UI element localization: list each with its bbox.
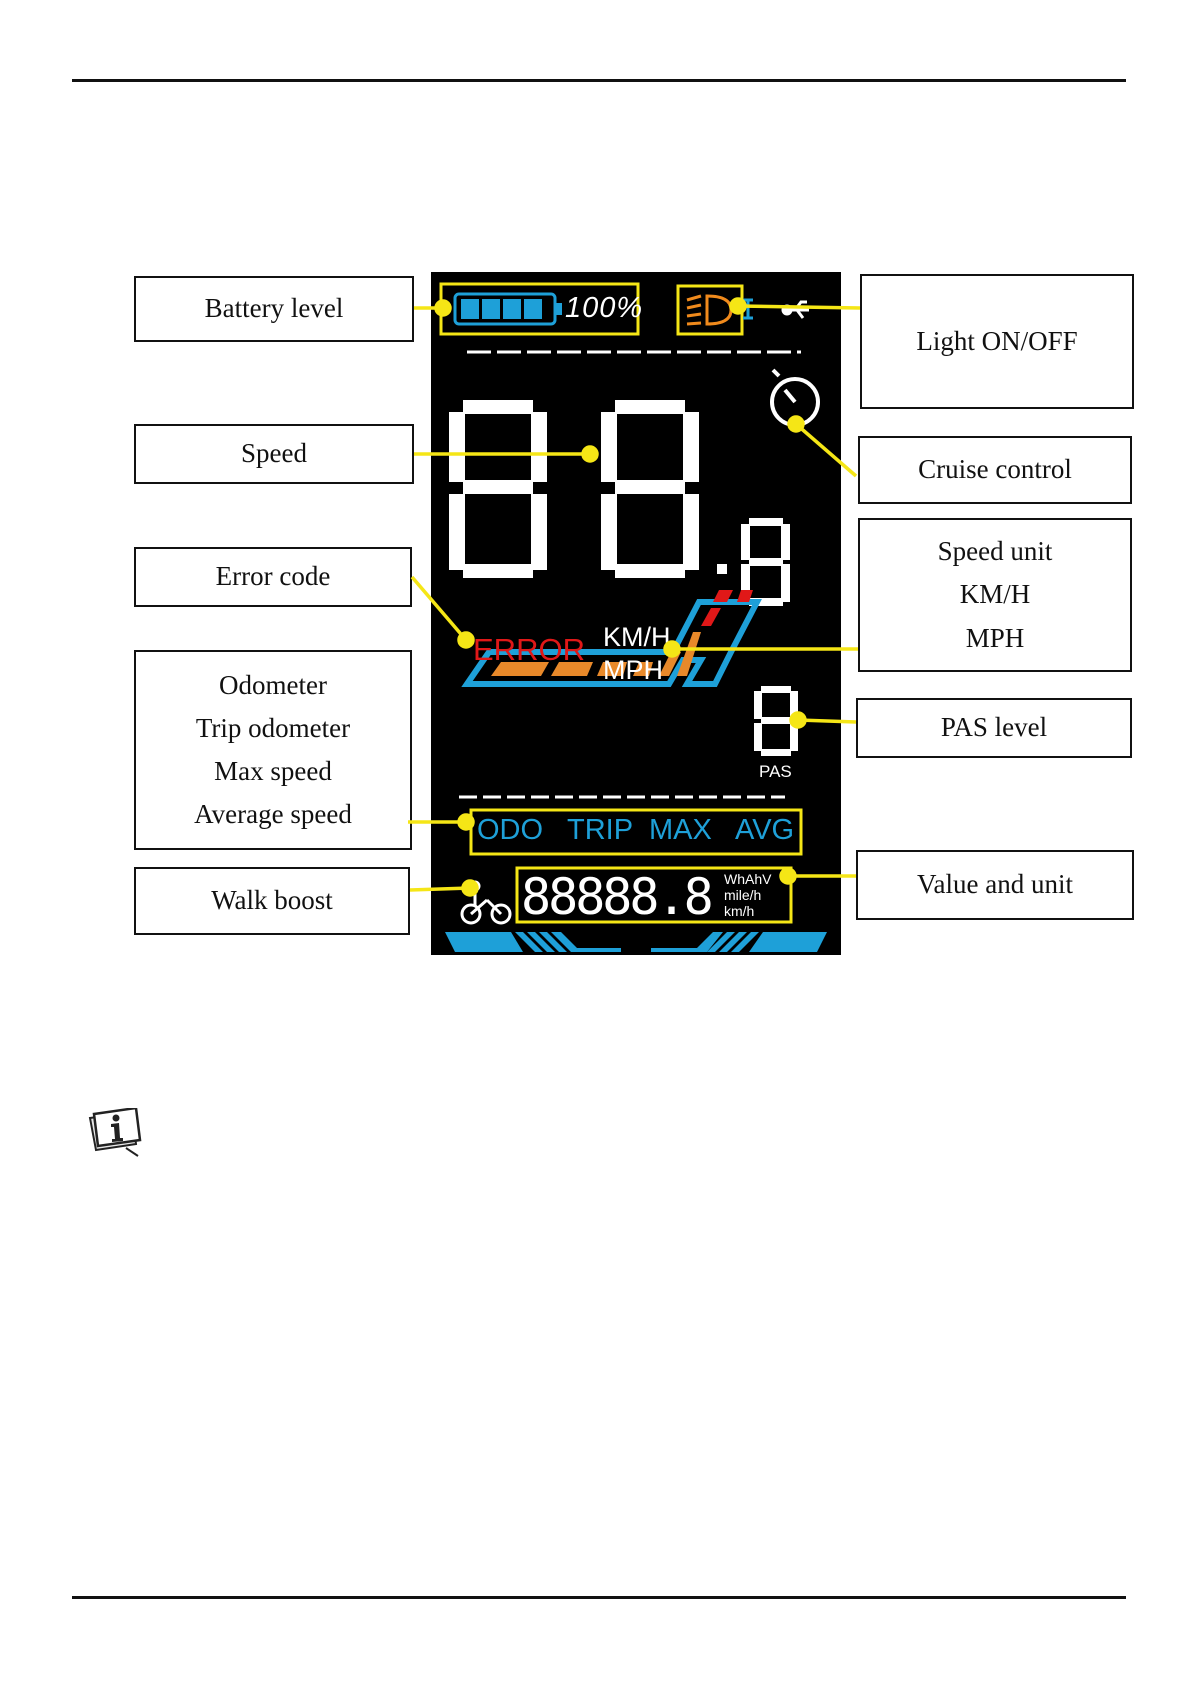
mode-odo: ODO bbox=[477, 814, 543, 847]
walk-boost-label: Walk boost bbox=[134, 867, 410, 935]
lamp-blue-icon bbox=[743, 300, 753, 318]
value-and-unit-label: Value and unit bbox=[856, 850, 1134, 920]
usb-icon bbox=[783, 302, 809, 318]
speed-unit-label: Speed unit KM/H MPH bbox=[858, 518, 1132, 672]
info-icon bbox=[86, 1108, 146, 1158]
value-unit-whahv: WhAhV bbox=[724, 871, 771, 887]
speedometer-icon bbox=[772, 370, 818, 425]
bicycle-walk-icon bbox=[462, 882, 510, 923]
speed-digit-1 bbox=[449, 400, 547, 578]
pas-text: PAS bbox=[759, 762, 792, 782]
lcd-display: 100% ERROR KM/H MPH PAS ODO TRIP MAX AVG… bbox=[431, 272, 841, 955]
speed-label: Speed bbox=[134, 424, 414, 484]
bottom-stripes bbox=[445, 932, 827, 952]
lcd-graphics bbox=[431, 272, 841, 955]
mode-avg: AVG bbox=[735, 814, 794, 847]
value-digits: 88888.8 bbox=[521, 868, 711, 926]
bottom-rule bbox=[72, 1596, 1126, 1599]
headlight-icon bbox=[687, 296, 731, 324]
unit-mph: MPH bbox=[603, 655, 663, 686]
top-rule bbox=[72, 79, 1126, 82]
battery-icon bbox=[455, 294, 562, 324]
value-unit-mileh: mile/h bbox=[724, 887, 761, 903]
pas-level-label: PAS level bbox=[856, 698, 1132, 758]
error-code-label: Error code bbox=[134, 547, 412, 607]
mode-max: MAX bbox=[649, 814, 712, 847]
mode-trip: TRIP bbox=[567, 814, 633, 847]
battery-level-label: Battery level bbox=[134, 276, 414, 342]
cruise-control-label: Cruise control bbox=[858, 436, 1132, 504]
value-unit-kmh: km/h bbox=[724, 903, 754, 919]
error-text: ERROR bbox=[473, 632, 585, 668]
unit-kmh: KM/H bbox=[603, 622, 671, 653]
odometer-modes-label: Odometer Trip odometer Max speed Average… bbox=[134, 650, 412, 850]
battery-percent: 100% bbox=[565, 292, 643, 325]
speed-digit-2 bbox=[601, 400, 699, 578]
decimal-point bbox=[717, 564, 727, 574]
light-on-off-label: Light ON/OFF bbox=[860, 274, 1134, 409]
pas-digit bbox=[754, 686, 798, 756]
